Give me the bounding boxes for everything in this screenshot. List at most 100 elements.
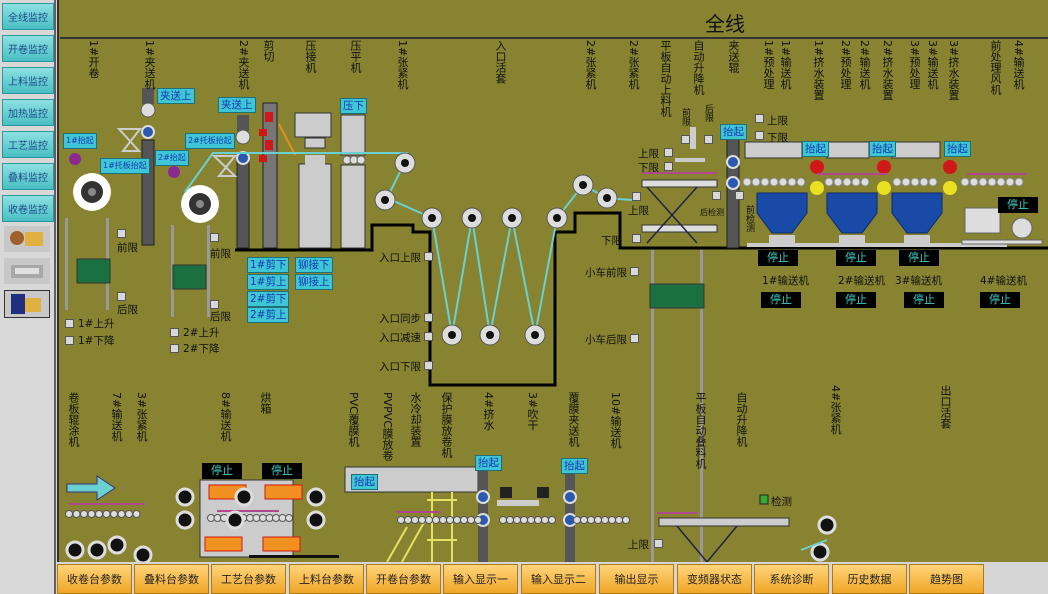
roller bbox=[404, 516, 412, 524]
conveyor-3-lift-button[interactable]: 抬起 bbox=[944, 141, 971, 157]
label-auto-lifter-2: 自动升降机 bbox=[735, 392, 748, 447]
process-diagram: 全线 1#开卷 1#夹送机 2#夹送机 剪切 压接机 压平机 1#张紧机 入口活… bbox=[57, 0, 1048, 562]
roller bbox=[987, 177, 997, 187]
label-entry-slowdown: 入口减速 bbox=[379, 332, 421, 344]
indicator bbox=[170, 328, 179, 337]
trend-chart-button[interactable]: 趋势图 bbox=[909, 564, 984, 594]
process-params-button[interactable]: 工艺台参数 bbox=[211, 564, 286, 594]
lift-1-button[interactable]: 1#抬起 bbox=[63, 133, 97, 149]
status-oven-2: 停止 bbox=[262, 463, 302, 479]
label-roll-coater: 卷板辊涂机 bbox=[67, 392, 80, 447]
exit-icon[interactable] bbox=[4, 290, 50, 318]
label-pretreat-fan: 前处理风机 bbox=[989, 40, 1002, 95]
roller bbox=[446, 516, 454, 524]
label-lower-limit-a: 下限 bbox=[638, 162, 659, 174]
recoil-params-button[interactable]: 收卷台参数 bbox=[57, 564, 132, 594]
roller bbox=[587, 516, 595, 524]
lift-2-button[interactable]: 2#抬起 bbox=[155, 150, 189, 166]
pinch-1-up-button[interactable]: 夹送上 bbox=[157, 88, 195, 104]
conveyor-2-lift-button[interactable]: 抬起 bbox=[869, 141, 896, 157]
logout-icon[interactable] bbox=[4, 258, 50, 284]
label-4-squeeze: 4#挤水 bbox=[482, 392, 495, 431]
indicator bbox=[630, 334, 639, 343]
roller bbox=[102, 510, 111, 518]
roller bbox=[622, 516, 630, 524]
laminator-lift-button[interactable]: 抬起 bbox=[351, 474, 378, 490]
label-1-rise: 1#上升 bbox=[78, 318, 115, 330]
label-8-conveyor: 8#输送机 bbox=[219, 392, 232, 442]
roller bbox=[432, 516, 440, 524]
roller bbox=[65, 540, 85, 560]
roller bbox=[608, 516, 616, 524]
stacking-params-button[interactable]: 叠料台参数 bbox=[134, 564, 209, 594]
nav-recoil[interactable]: 收卷监控 bbox=[2, 195, 54, 222]
roller bbox=[234, 487, 254, 507]
shear-2-up-button[interactable]: 2#剪上 bbox=[247, 307, 290, 323]
conveyor-1-lift-button[interactable]: 抬起 bbox=[802, 141, 829, 157]
roller bbox=[513, 516, 521, 524]
label-lower-limit-c: 下限 bbox=[767, 132, 788, 144]
roller bbox=[397, 516, 405, 524]
roller bbox=[594, 516, 602, 524]
nav-process[interactable]: 工艺监控 bbox=[2, 131, 54, 158]
shear-2-down-button[interactable]: 2#剪下 bbox=[247, 291, 290, 307]
nav-heating[interactable]: 加热监控 bbox=[2, 99, 54, 126]
roller bbox=[769, 177, 779, 187]
status-conveyor-3: 停止 bbox=[904, 292, 944, 308]
uncoil-params-button[interactable]: 开卷台参数 bbox=[366, 564, 441, 594]
roller bbox=[87, 510, 96, 518]
roller bbox=[110, 510, 118, 518]
nav-full-line[interactable]: 全线监控 bbox=[2, 3, 54, 30]
roller bbox=[969, 177, 979, 187]
roller bbox=[439, 516, 447, 524]
label-cart-rear-limit: 小车后限 bbox=[585, 334, 627, 346]
roller bbox=[1014, 177, 1024, 187]
inverter-status-button[interactable]: 变频器状态 bbox=[677, 564, 752, 594]
label-auto-lifter: 自动升降机 bbox=[692, 40, 705, 95]
loading-params-button[interactable]: 上料台参数 bbox=[289, 564, 364, 594]
history-data-button[interactable]: 历史数据 bbox=[832, 564, 907, 594]
label-rear-limit-loader: 后限 bbox=[703, 104, 713, 122]
roller bbox=[107, 535, 127, 555]
roller bbox=[892, 177, 902, 187]
label-1-pinch-roll: 1#夹送机 bbox=[143, 40, 156, 90]
rivet-down-button[interactable]: 铆接下 bbox=[295, 257, 333, 273]
label-2-squeeze: 2#挤水装置 bbox=[881, 40, 894, 101]
label-2-lower: 2#下降 bbox=[183, 343, 220, 355]
nav-uncoil[interactable]: 开卷监控 bbox=[2, 35, 54, 62]
input-display-2-button[interactable]: 输入显示二 bbox=[521, 564, 596, 594]
squeeze-4-lift-button[interactable]: 抬起 bbox=[475, 455, 502, 471]
sidebar: 全线监控 开卷监控 上料监控 加热监控 工艺监控 叠料监控 收卷监控 bbox=[0, 0, 56, 594]
status-conveyor-1: 停止 bbox=[761, 292, 801, 308]
roller bbox=[601, 516, 609, 524]
label-conveyor-1: 1#输送机 bbox=[762, 275, 809, 287]
film-pinch-lift-button[interactable]: 抬起 bbox=[561, 458, 588, 474]
status-fan: 停止 bbox=[998, 197, 1038, 213]
roller bbox=[125, 510, 133, 518]
shear-1-up-button[interactable]: 1#剪上 bbox=[247, 274, 290, 290]
roller bbox=[246, 514, 254, 522]
process-graphics bbox=[57, 0, 1048, 562]
roller bbox=[87, 540, 107, 560]
rivet-up-button[interactable]: 铆接上 bbox=[295, 274, 333, 290]
fan bbox=[961, 207, 1043, 245]
shear-1-down-button[interactable]: 1#剪下 bbox=[247, 257, 290, 273]
roller bbox=[132, 510, 141, 518]
pinch-2-up-button[interactable]: 夹送上 bbox=[218, 97, 256, 113]
nav-loading[interactable]: 上料监控 bbox=[2, 67, 54, 94]
pinch-roll-lift-button[interactable]: 抬起 bbox=[720, 124, 747, 140]
roller bbox=[252, 514, 261, 522]
roller bbox=[860, 177, 870, 187]
indicator bbox=[664, 162, 673, 171]
output-display-button[interactable]: 输出显示 bbox=[599, 564, 674, 594]
label-pinch-roll: 夹送辊 bbox=[727, 40, 740, 73]
pallet-2-lift-button[interactable]: 2#托板抬起 bbox=[185, 133, 235, 149]
pallet-1-lift-button[interactable]: 1#托板抬起 bbox=[100, 158, 150, 174]
operator-login-icon[interactable] bbox=[4, 226, 50, 252]
nav-stacking[interactable]: 叠料监控 bbox=[2, 163, 54, 190]
label-7-conveyor: 7#输送机 bbox=[110, 392, 123, 442]
press-down-button[interactable]: 压下 bbox=[340, 98, 367, 114]
system-diagnosis-button[interactable]: 系统诊断 bbox=[754, 564, 829, 594]
input-display-1-button[interactable]: 输入显示一 bbox=[443, 564, 518, 594]
label-film-unwinder: 保护膜放卷机 bbox=[440, 392, 453, 458]
